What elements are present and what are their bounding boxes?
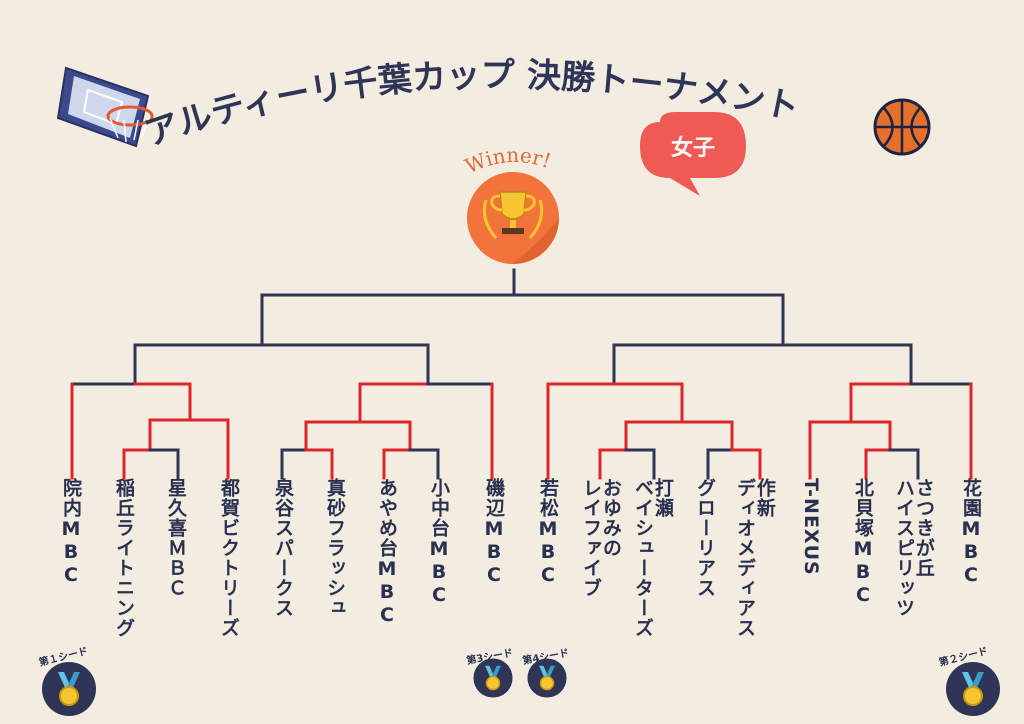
team-label: あやめ台MBC xyxy=(375,478,398,627)
team-label: 星久喜ＭＢＣ xyxy=(164,478,187,598)
team-label: 真砂フラッシュ xyxy=(323,478,346,618)
badge-text: 女子 xyxy=(671,135,715,161)
team-label: 作新 ディオメディアス xyxy=(733,478,776,638)
team-label: 花園MBC xyxy=(959,478,982,587)
team-label: 泉谷スパークス xyxy=(271,478,294,618)
medal-icon xyxy=(42,662,96,716)
team-label: T-NEXUS xyxy=(799,478,822,576)
team-label: 稲丘ライトニング xyxy=(112,478,135,638)
basketball-hoop-icon xyxy=(56,66,154,148)
team-label: 院内MBC xyxy=(59,478,82,587)
team-label: 都賀ビクトリーズ xyxy=(217,478,240,638)
team-label: さつきが丘 ハイスピリッツ xyxy=(892,478,935,618)
team-label: 打瀬 ベイシューターズ xyxy=(631,478,674,638)
title-area: アルティーリ千葉カップ 決勝トーナメント 女子 xyxy=(56,55,931,196)
medal-icon xyxy=(527,658,567,698)
team-label: 若松MBC xyxy=(536,478,559,587)
team-label: 小中台MBC xyxy=(427,478,450,607)
medal-icon xyxy=(473,658,513,698)
winner-emblem: Winner! xyxy=(462,143,559,264)
team-label: 磯辺MBC xyxy=(482,478,505,587)
team-label: おゆみの レイファイブ xyxy=(579,478,622,598)
category-badge: 女子 xyxy=(640,112,746,196)
basketball-icon xyxy=(873,98,931,156)
team-label: 北貝塚MBC xyxy=(851,478,874,607)
team-label: グローリアス xyxy=(693,478,716,598)
medal-icon xyxy=(946,662,1000,716)
trophy-icon xyxy=(482,191,544,239)
